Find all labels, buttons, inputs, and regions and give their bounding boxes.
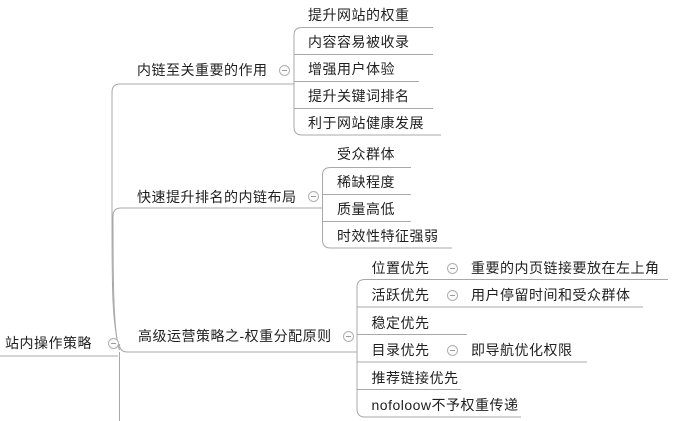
underline: [293, 27, 433, 36]
note-directory-first[interactable]: 即导航优化权限: [471, 342, 573, 358]
connector-root-branch2: [112, 207, 323, 351]
minus-glyph: [345, 336, 351, 337]
subtopic-2-3[interactable]: 质量高低: [337, 200, 395, 217]
underline: [322, 239, 452, 249]
branch-topic-1[interactable]: 内链至关重要的作用: [137, 62, 268, 78]
note-position-first[interactable]: 重要的内页链接要放在左上角: [471, 259, 660, 276]
collapse-icon[interactable]: [279, 65, 290, 76]
minus-glyph: [449, 294, 455, 296]
branch1-connectors: [293, 27, 441, 136]
subtopic-1-4[interactable]: 提升关键词排名: [308, 88, 410, 104]
subtopic-3-2[interactable]: 活跃优先: [371, 287, 430, 303]
minus-glyph: [110, 342, 116, 344]
subtopic-3-6[interactable]: nofoloow不予权重传递: [371, 397, 519, 413]
subtopic-3-3[interactable]: 稳定优先: [371, 314, 430, 331]
collapse-icon[interactable]: [107, 337, 119, 349]
note-active-first[interactable]: 用户停留时间和受众群体: [471, 287, 631, 303]
subtopic-2-4[interactable]: 时效性特征强弱: [337, 227, 439, 244]
underline: [293, 126, 441, 136]
subtopic-1-2[interactable]: 内容容易被收录: [308, 34, 410, 50]
subtopic-1-3[interactable]: 增强用户体验: [308, 61, 395, 77]
branch-topic-3[interactable]: 高级运营策略之-权重分配原则: [138, 328, 332, 344]
minus-glyph: [449, 349, 455, 351]
subtopic-1-5[interactable]: 利于网站健康发展: [308, 114, 424, 131]
root-topic[interactable]: 站内操作策略: [5, 334, 92, 351]
subtopic-3-4[interactable]: 目录优先: [371, 342, 430, 358]
collapse-icon[interactable]: [342, 331, 354, 342]
collapse-icon[interactable]: [308, 191, 319, 202]
branch3-connectors: [356, 279, 668, 418]
collapse-icon[interactable]: [446, 344, 458, 356]
subtopic-1-1[interactable]: 提升网站的权重: [308, 7, 410, 23]
branch-topic-2[interactable]: 快速提升排名的内链布局: [137, 189, 297, 205]
collapse-icon[interactable]: [446, 262, 458, 274]
branch2-connectors: [322, 167, 452, 249]
connector-root-branch3: [119, 343, 357, 353]
connector-root-branch1: [111, 83, 294, 351]
subtopic-2-1[interactable]: 受众群体: [337, 146, 395, 162]
subtopic-2-2[interactable]: 稀缺程度: [337, 173, 395, 190]
minus-glyph: [311, 196, 316, 197]
minus-glyph: [449, 267, 455, 269]
underline: [356, 408, 521, 418]
minus-glyph: [282, 70, 287, 71]
underline: [356, 279, 668, 288]
root-connectors: [0, 83, 357, 421]
collapse-icon[interactable]: [446, 289, 458, 301]
subtopic-3-1[interactable]: 位置优先: [371, 259, 430, 276]
subtopic-3-5[interactable]: 推荐链接优先: [371, 369, 459, 386]
underline: [322, 167, 411, 176]
